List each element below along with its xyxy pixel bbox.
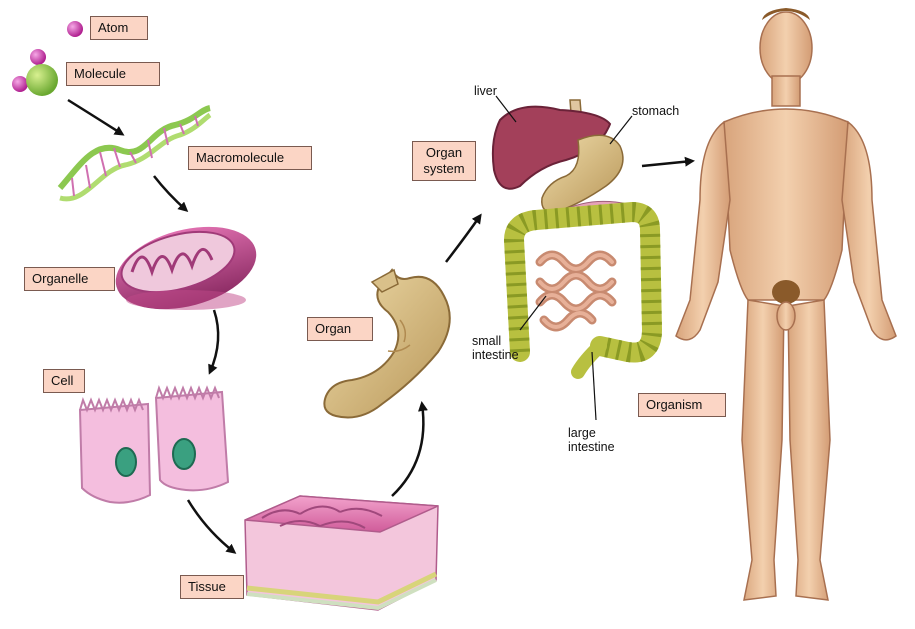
label-cell: Cell: [43, 369, 85, 393]
label-molecule: Molecule: [66, 62, 160, 86]
molecule-illustration: [12, 49, 58, 96]
label-atom: Atom: [90, 16, 148, 40]
label-organism: Organism: [638, 393, 726, 417]
atom-illustration: [67, 21, 83, 37]
cell-illustration: [78, 384, 230, 504]
label-large-intestine-line2: intestine: [568, 440, 615, 454]
human-body-illustration: [675, 8, 897, 601]
label-macromolecule: Macromolecule: [188, 146, 312, 170]
stomach-illustration: [323, 268, 451, 419]
label-organ-system-line2: system: [423, 161, 465, 176]
label-large-intestine: large intestine: [568, 426, 615, 454]
organelle-illustration: [115, 226, 257, 310]
tissue-illustration: [244, 495, 439, 611]
label-small-intestine: small intestine: [472, 334, 519, 362]
label-small-intestine-line1: small: [472, 334, 502, 348]
label-small-intestine-line2: intestine: [472, 348, 519, 362]
label-stomach: stomach: [632, 104, 680, 118]
label-organ-system: Organ system: [412, 141, 476, 181]
leader-lines: [495, 95, 633, 421]
label-large-intestine-line1: large: [568, 426, 596, 440]
label-liver: liver: [474, 84, 497, 98]
flow-arrows: [67, 98, 695, 554]
digestive-system-illustration: [491, 99, 663, 379]
label-organelle: Organelle: [24, 267, 115, 291]
label-organ-system-line1: Organ: [425, 145, 463, 160]
label-organ: Organ: [307, 317, 373, 341]
dna-illustration: [57, 105, 212, 202]
label-tissue: Tissue: [180, 575, 244, 599]
